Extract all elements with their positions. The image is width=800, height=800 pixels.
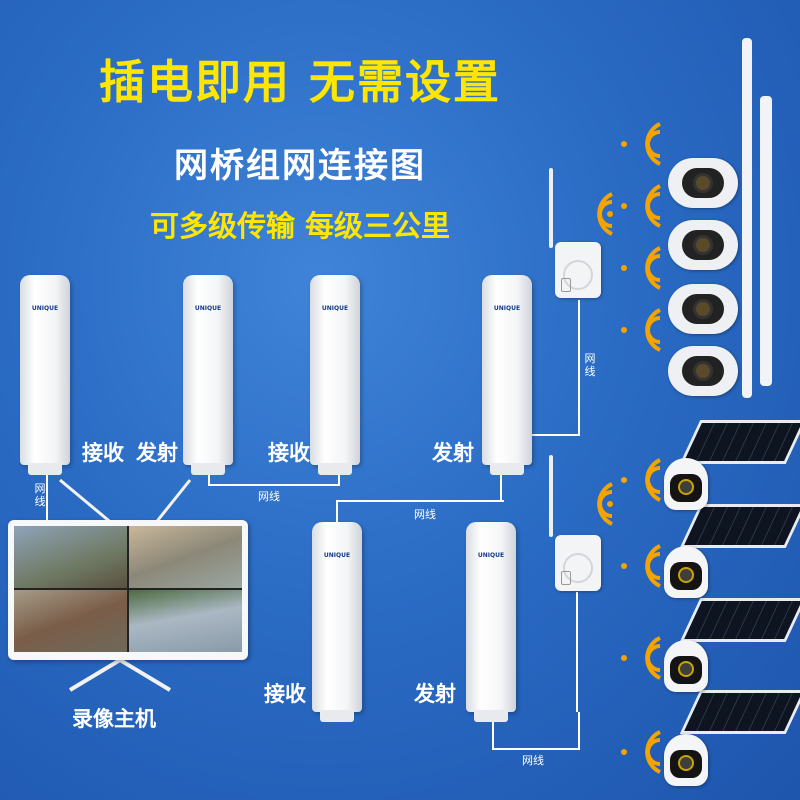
ap-antenna-2 — [549, 455, 553, 537]
ptz-camera-1 — [668, 158, 738, 208]
wifi-signal-icon — [621, 730, 661, 774]
ptz-camera-2 — [668, 220, 738, 270]
cable-center — [336, 462, 502, 502]
bridge-unit-receive-2: UNIQUE — [310, 275, 360, 475]
label-transmit-3: 发射 — [414, 682, 456, 706]
cable-bottom — [492, 712, 580, 750]
recording-host-monitor — [8, 520, 248, 660]
wifi-signal-icon — [597, 192, 613, 236]
wifi-signal-icon — [621, 308, 661, 352]
cable-right — [530, 300, 580, 436]
solar-camera-3 — [664, 640, 708, 692]
cable-center-h — [336, 500, 504, 528]
wifi-signal-icon — [621, 122, 661, 166]
subtitle: 网桥组网连接图 — [174, 146, 426, 186]
access-point-2 — [555, 535, 601, 591]
tagline: 可多级传输 每级三公里 — [149, 209, 451, 243]
solar-panel-1 — [679, 420, 800, 464]
cable-label-left: 网线 — [34, 482, 46, 508]
label-transmit-1: 发射 — [136, 441, 178, 465]
solar-panel-3 — [679, 598, 800, 642]
bridge-unit-transmit-2: UNIQUE — [482, 275, 532, 475]
camera-pole-rail — [760, 96, 772, 386]
solar-camera-4 — [664, 734, 708, 786]
solar-camera-1 — [664, 458, 708, 510]
ap-antenna-1 — [549, 168, 553, 248]
label-receive-3: 接收 — [264, 682, 306, 706]
cable-label-right: 网线 — [584, 352, 596, 378]
label-transmit-2: 发射 — [432, 441, 474, 465]
ptz-camera-3 — [668, 284, 738, 334]
label-receive-2: 接收 — [268, 441, 310, 465]
wifi-signal-icon — [597, 482, 613, 526]
cable-label-center: 网线 — [414, 508, 436, 521]
cable-left — [46, 462, 48, 522]
monitor-screen — [14, 526, 242, 652]
wifi-signal-icon — [621, 184, 661, 228]
label-recording-host: 录像主机 — [72, 707, 156, 731]
wifi-signal-icon — [621, 246, 661, 290]
wifi-signal-icon — [621, 458, 661, 502]
camera-pole — [742, 38, 752, 398]
bridge-unit-receive-3: UNIQUE — [312, 522, 362, 722]
label-receive-1: 接收 — [82, 441, 124, 465]
bridge-unit-transmit-3: UNIQUE — [466, 522, 516, 722]
access-point-1 — [555, 242, 601, 298]
solar-panel-2 — [679, 504, 800, 548]
bridge-unit-receive-1: UNIQUE — [20, 275, 70, 475]
bridge-unit-transmit-1: UNIQUE — [183, 275, 233, 475]
wifi-signal-icon — [621, 636, 661, 680]
solar-camera-2 — [664, 546, 708, 598]
cable-label-mid: 网线 — [258, 490, 280, 503]
ptz-camera-4 — [668, 346, 738, 396]
headline: 插电即用 无需设置 — [98, 55, 501, 109]
solar-panel-4 — [679, 690, 800, 734]
cable-bottom-ap — [576, 592, 578, 712]
wifi-signal-icon — [621, 544, 661, 588]
cable-label-bottom: 网线 — [522, 754, 544, 767]
